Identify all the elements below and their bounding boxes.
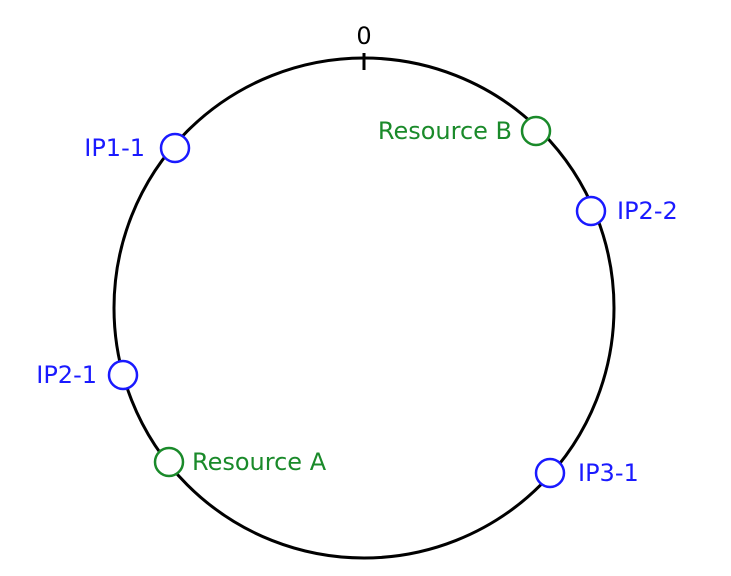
node-ip3-1-marker (534, 457, 566, 489)
node-ip2-2-label: IP2-2 (617, 197, 678, 225)
node-resource-b-marker (520, 115, 552, 147)
node-ip1-1-marker (159, 132, 191, 164)
node-ip2-2-marker (575, 195, 607, 227)
node-resource-b-label: Resource B (378, 117, 512, 145)
node-ip2-1-marker (107, 359, 139, 391)
node-resource-a-marker (153, 446, 185, 478)
node-resource-a-label: Resource A (192, 448, 327, 476)
node-ip2-1-label: IP2-1 (36, 361, 97, 389)
node-ip3-1-label: IP3-1 (578, 459, 639, 487)
ring-origin-label: 0 (356, 22, 371, 50)
node-ip1-1-label: IP1-1 (84, 134, 145, 162)
